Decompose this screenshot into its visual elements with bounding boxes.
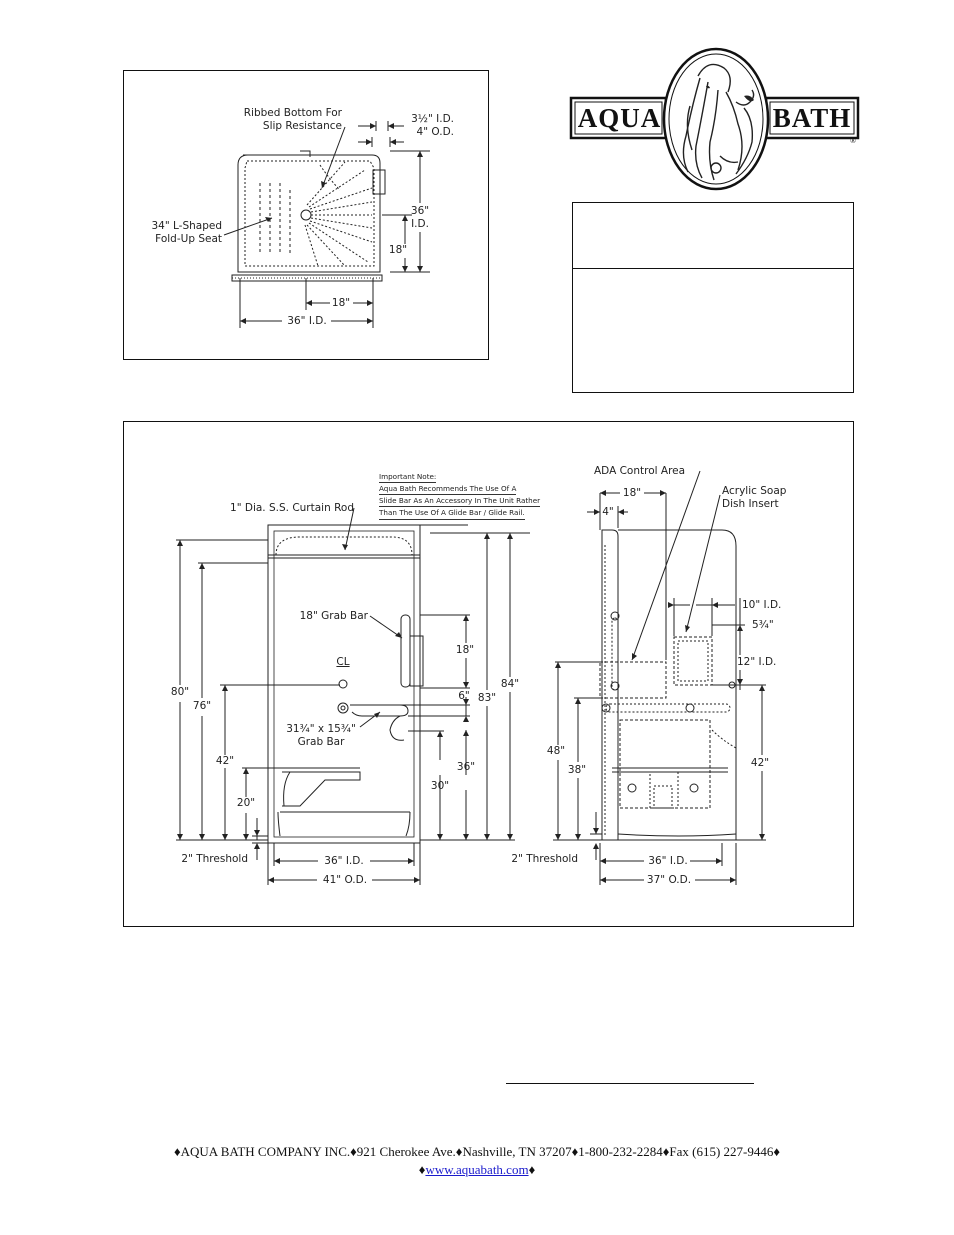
logo-registered-mark: ® [850, 136, 857, 145]
grab-bar-18-label: 18" Grab Bar [299, 610, 368, 622]
footer-website-line: ♦www.aquabath.com♦ [0, 1162, 954, 1178]
side-dim-38: 38" [567, 764, 587, 776]
pipe-id: 3½" I.D. [411, 113, 454, 125]
footer-diamond-left: ♦ [418, 1162, 426, 1177]
seat-label-line1: 34" L-Shaped [151, 220, 222, 232]
pipe-dimension-label: 3½" I.D. 4" O.D. [394, 113, 454, 139]
front-dim-76: 76" [192, 700, 212, 712]
side-width-od: 37" O.D. [646, 874, 692, 886]
soap-dish-line2: Dish Insert [722, 498, 779, 511]
curtain-rod-label: 1" Dia. S.S. Curtain Rod [230, 502, 354, 514]
front-dim-83: 83" [477, 692, 497, 704]
plan-view-panel [123, 70, 489, 360]
plan-dim-18-horizontal: 18" [331, 297, 351, 309]
model-info-box [572, 202, 854, 393]
important-note: Important Note: Aqua Bath Recommends The… [379, 471, 541, 520]
plan-dim-18-vertical: 18" [388, 244, 408, 256]
front-threshold-label: 2" Threshold [181, 853, 248, 865]
side-dim-10-id: 10" I.D. [742, 599, 782, 611]
elevation-panel [123, 421, 854, 927]
soap-dish-label: Acrylic Soap Dish Insert [722, 485, 786, 511]
ribbed-bottom-label: Ribbed Bottom For Slip Resistance [225, 107, 342, 133]
front-dim-84: 84" [500, 678, 520, 690]
plan-width-id: 36" I.D. [287, 315, 327, 327]
plan-depth-value: 36" [410, 205, 430, 217]
front-dim-18: 18" [455, 644, 475, 656]
seat-label-line2: Fold-Up Seat [155, 233, 222, 246]
ribbed-label-line1: Ribbed Bottom For [243, 107, 342, 119]
note-line-1: Aqua Bath Recommends The Use Of A [379, 483, 517, 496]
logo-aqua-text: AQUA [577, 103, 662, 133]
ribbed-label-line2: Slip Resistance [262, 120, 342, 133]
l-grab-bar-name: Grab Bar [297, 736, 345, 749]
side-dim-48: 48" [546, 745, 566, 757]
signature-line [506, 1083, 754, 1084]
side-dim-18: 18" [622, 487, 642, 499]
footer-contact-line: ♦AQUA BATH COMPANY INC.♦921 Cherokee Ave… [174, 1144, 780, 1159]
ada-control-area-label: ADA Control Area [594, 465, 686, 477]
side-dim-4: 4" [602, 506, 614, 518]
soap-dish-line1: Acrylic Soap [722, 485, 787, 497]
footer-diamond-right: ♦ [528, 1162, 536, 1177]
front-width-od: 41" O.D. [322, 874, 368, 886]
side-dim-12-id: 12" I.D. [737, 656, 777, 668]
model-info-divider [572, 268, 854, 269]
seat-label: 34" L-Shaped Fold-Up Seat [130, 220, 222, 246]
plan-depth-label: 36" I.D. [404, 205, 436, 231]
side-dim-42: 42" [750, 757, 770, 769]
logo-bath-text: BATH [772, 103, 852, 133]
front-dim-36: 36" [456, 761, 476, 773]
plan-depth-unit: I.D. [411, 218, 429, 231]
front-width-id: 36" I.D. [324, 855, 364, 867]
l-grab-bar-size: 31¾" x 15¾" [286, 723, 356, 735]
l-grab-bar-label: 31¾" x 15¾" Grab Bar [278, 723, 364, 749]
note-line-2: Slide Bar As An Accessory In The Unit Ra… [379, 495, 541, 508]
side-threshold-label: 2" Threshold [511, 853, 578, 865]
aqua-bath-logo [569, 47, 860, 191]
side-dim-5-3-4: 5¾" [752, 619, 774, 631]
centerline-label: CL [336, 656, 350, 668]
note-line-3: Than The Use Of A Glide Bar / Glide Rail… [379, 507, 525, 520]
front-dim-6: 6" [458, 690, 470, 702]
front-dim-42: 42" [215, 755, 235, 767]
pipe-od: 4" O.D. [416, 126, 454, 139]
note-title: Important Note: [379, 471, 437, 484]
side-width-id: 36" I.D. [648, 855, 688, 867]
front-dim-30: 30" [430, 780, 450, 792]
website-link[interactable]: www.aquabath.com [425, 1162, 529, 1177]
front-dim-20: 20" [236, 797, 256, 809]
front-dim-80: 80" [170, 686, 190, 698]
